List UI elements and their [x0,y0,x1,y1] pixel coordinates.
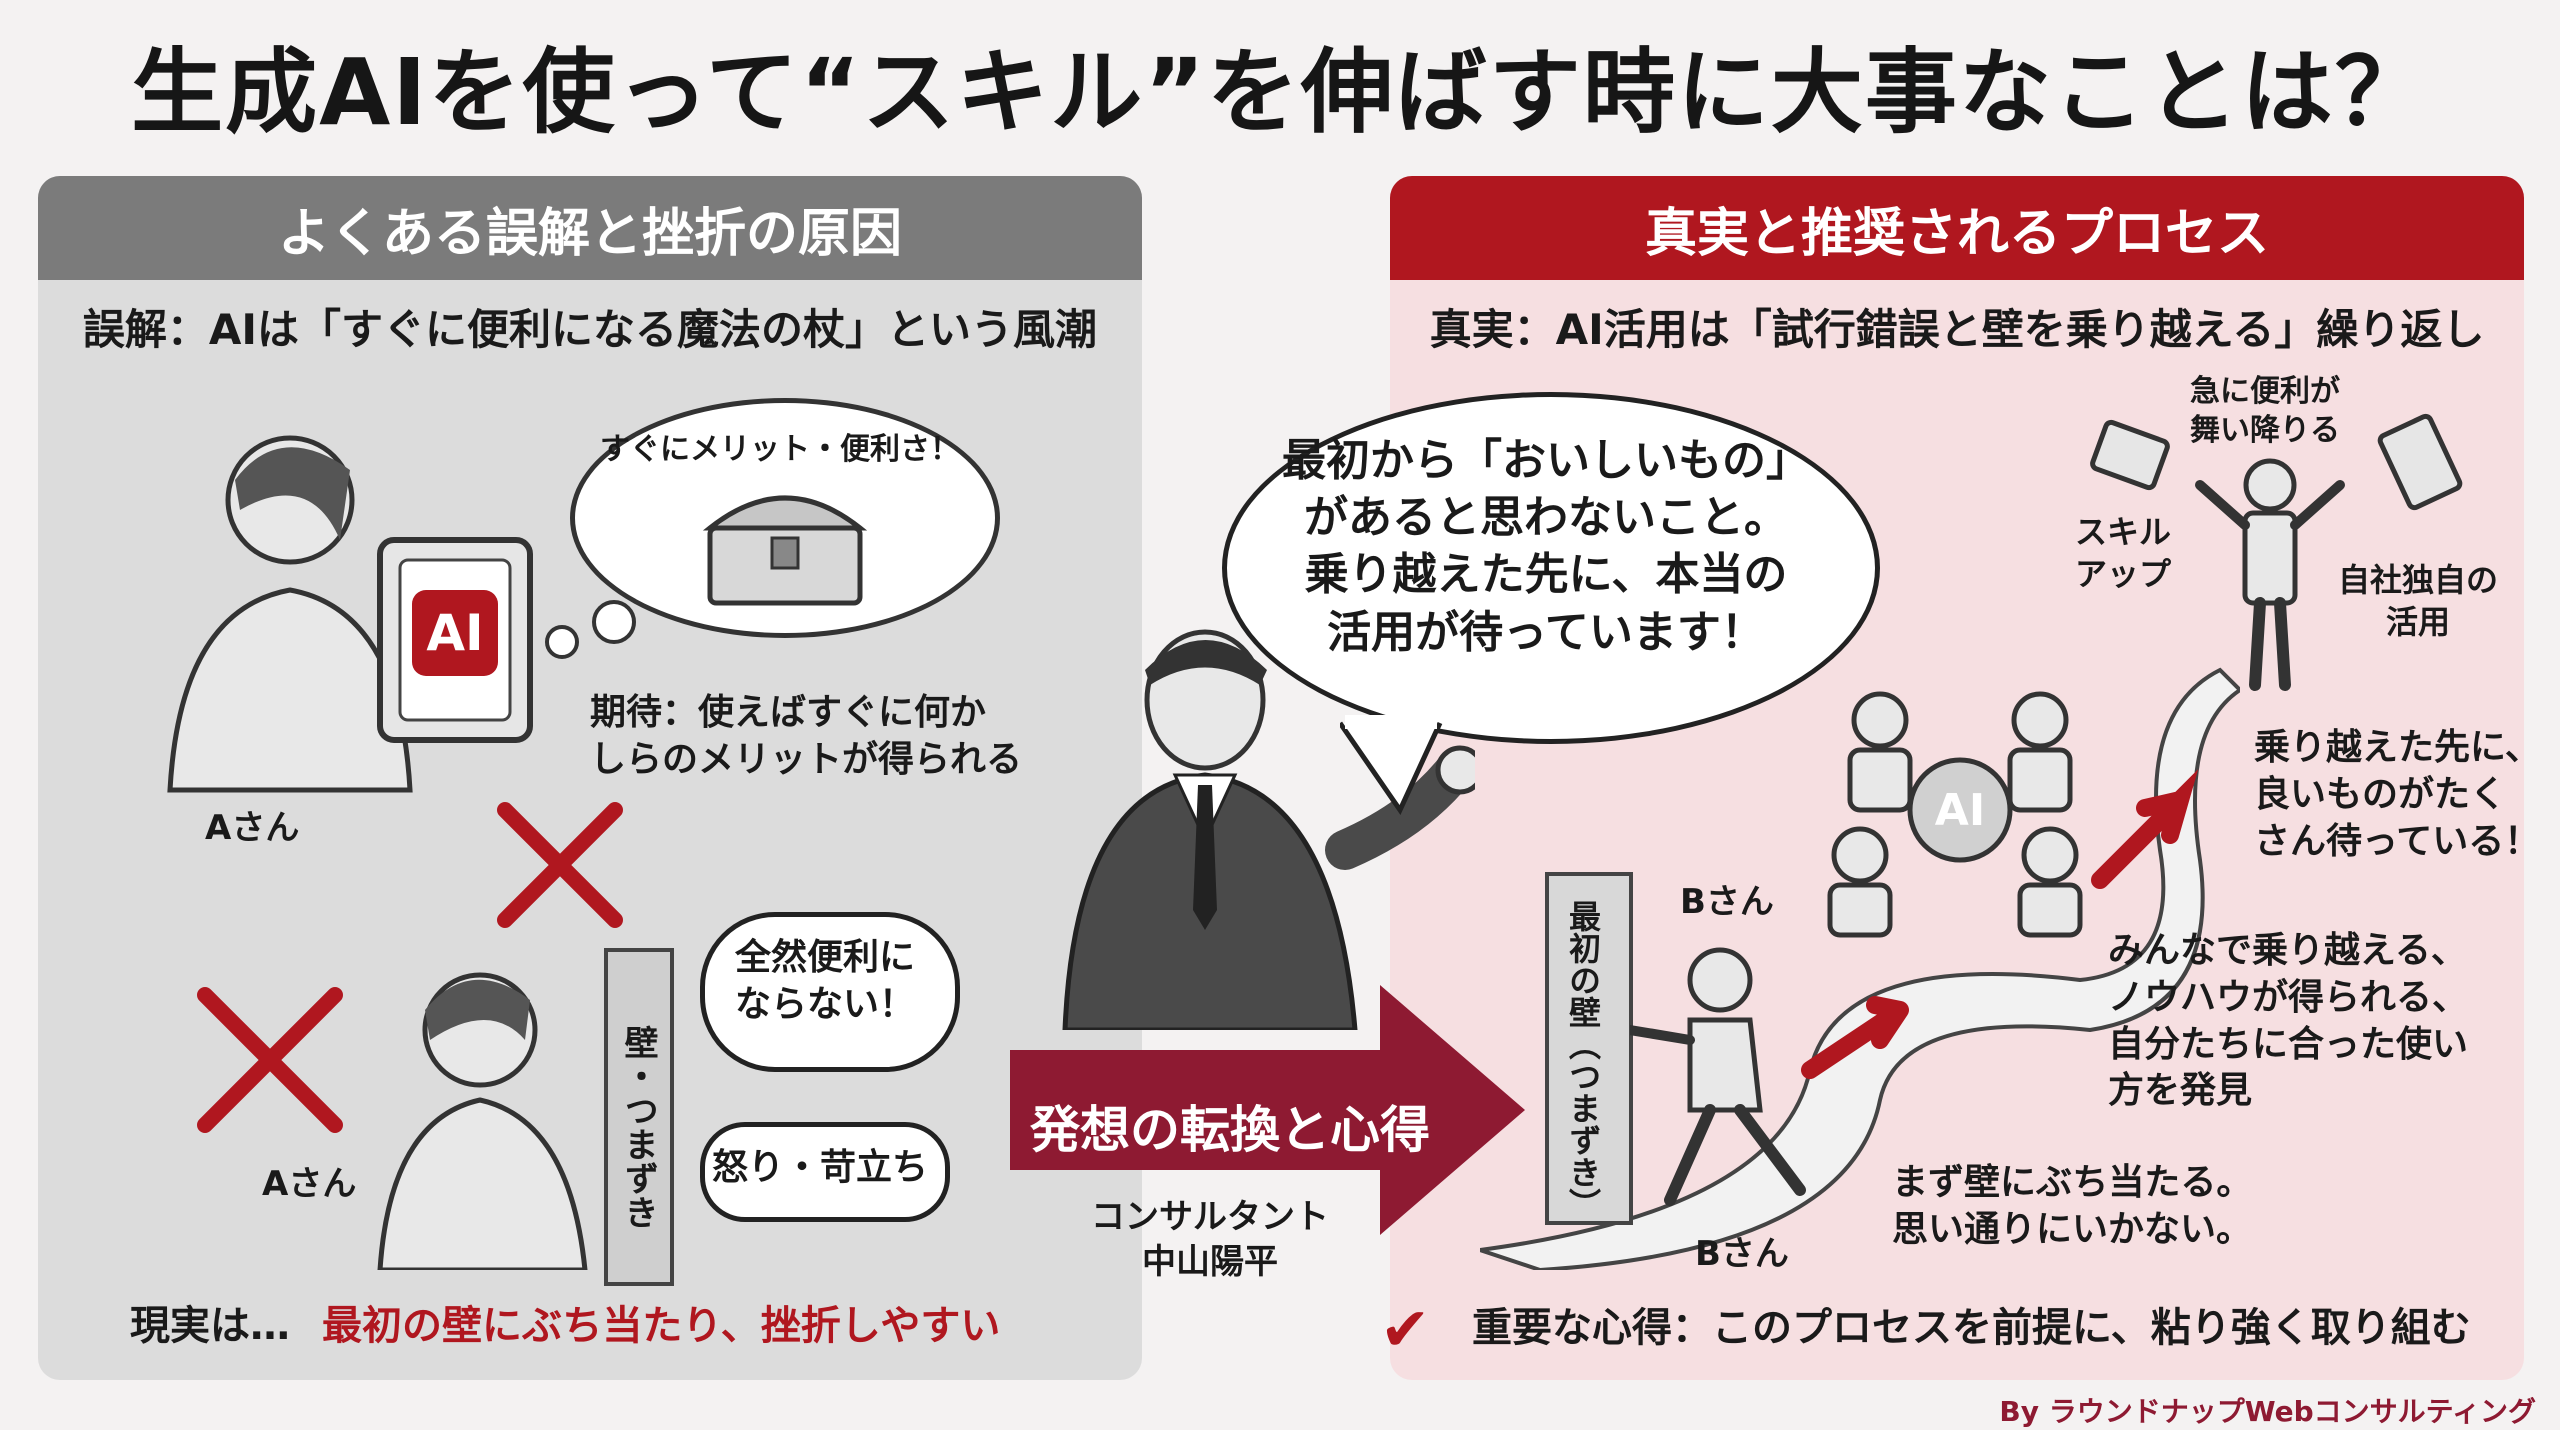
after-wall-line: さん待っている！ [2254,820,2541,862]
team-collaboration-illustration [1827,691,2083,938]
expectation-text: 期待：使えばすぐに何か しらのメリットが得られる [590,690,1070,784]
together-line: ノウハウが得られる、 [2108,976,2469,1018]
key-point-text: 重要な心得：このプロセスを前提に、粘り強く取り組む [1472,1305,2471,1351]
person-a-label: Aさん [262,1164,357,1204]
wall-label: 壁・つまずき [618,1025,658,1229]
credit-text: By ラウンドナップWebコンサルティング [1999,1395,2536,1428]
person-a-frustrated-illustration [377,972,588,1270]
together-text: みんなで乗り越える、 ノウハウが得られる、 自分たちに合った使い 方を発見 [2108,928,2468,1115]
expectation-line: しらのメリットが得られる [590,738,1023,780]
x-mark-icon [497,802,623,928]
team-ai-logo: AI [1934,785,1986,836]
person-a-with-tablet-illustration [167,435,533,793]
speech-line: 乗り越えた先に、本当の [1304,549,1788,601]
benefit-line: 自社独自の [2338,561,2499,599]
benefit-line: 舞い降りる [2190,413,2340,448]
person-b-label: Bさん [1695,1234,1789,1274]
anger-bubble-text: 怒り・苛立ち [711,1147,928,1188]
checkmark-icon: ✔ [1380,1295,1431,1365]
together-line: みんなで乗り越える、 [2108,930,2467,971]
together-line: 方を発見 [2108,1070,2253,1112]
misconception-subheader: 誤解：AIは「すぐに便利になる魔法の杖」という風潮 [82,305,1098,354]
together-line: 自分たちに合った使い [2108,1023,2469,1065]
reality-text: 最初の壁にぶち当たり、挫折しやすい [322,1303,1001,1349]
bubble-line: 全然便利に [734,937,915,978]
hit-wall-text: まず壁にぶち当たる。 思い通りにいかない。 [1892,1160,2252,1254]
bubble-line: ならない！ [734,983,915,1025]
expectation-line: 期待：使えばすぐに何か [590,692,987,733]
speech-bubble-tail [1340,715,1443,815]
person-b-pushing-illustration [1630,947,1806,1206]
mindset-arrow-text: 発想の転換と心得 [1030,1101,1430,1159]
benefit-line: アップ [2075,554,2172,593]
person-a-label: Aさん [205,808,300,848]
page-title: 生成AIを使って“スキル”を伸ばす時に大事なことは？ [131,39,2429,146]
benefit-sudden-text: 急に便利が 舞い降りる [2190,372,2340,450]
thought-dot [545,625,579,659]
successful-person-illustration [2195,458,2345,691]
speech-bubble [700,1122,950,1222]
tablet-ai-logo: AI [426,604,484,662]
thought-dot [592,600,636,644]
consultant-speech-text: 最初から「おいしいもの」 があると思わないこと。 乗り越えた先に、本当の 活用が… [1222,432,1870,661]
consultant-role: コンサルタント [1091,1197,1329,1237]
benefit-line: 活用 [2386,602,2451,641]
person-b-label: Bさん [1680,882,1774,922]
frustration-bubble-text: 全然便利に ならない！ [700,935,950,1029]
consultant-speech-bubble [1222,392,1880,744]
first-wall-label: 最初の壁（つまずき） [1564,900,1602,1220]
speech-bubble [700,912,960,1072]
winding-path-illustration [1480,667,2240,1270]
after-wall-text: 乗り越えた先に、 良いものがたく さん待っている！ [2254,725,2541,865]
obstacle-wall [604,948,674,1286]
after-wall-line: 乗り越えた先に、 [2254,727,2541,768]
consultant-name: 中山陽平 [1142,1242,1278,1282]
first-wall [1545,872,1633,1225]
benefit-original-use-text: 自社独自の 活用 [2338,560,2498,643]
truth-subheader: 真実：AI活用は「試行錯誤と壁を乗り越える」繰り返し [1429,305,2485,354]
x-mark-icon [197,987,343,1133]
truth-header: 真実と推奨されるプロセス [1390,176,2524,280]
cloud-text: すぐにメリット・便利さ！ [600,432,960,467]
reality-prefix: 現実は… [130,1303,290,1349]
benefit-skill-up-text: スキル アップ [2075,512,2171,595]
consultant-illustration [1062,629,1475,1030]
benefit-line: スキル [2075,513,2172,551]
hit-wall-line: まず壁にぶち当たる。 [1892,1162,2253,1203]
mindset-shift-arrow [1010,985,1525,1235]
treasure-chest-icon [702,495,868,606]
benefit-line: 急に便利が [2190,374,2340,409]
misconception-header: よくある誤解と挫折の原因 [38,176,1142,280]
speech-line: 最初から「おいしいもの」 [1282,435,1810,486]
after-wall-line: 良いものがたく [2254,773,2507,815]
hit-wall-line: 思い通りにいかない。 [1892,1208,2253,1250]
speech-line: があると思わないこと。 [1304,492,1788,544]
speech-line: 活用が待っています！ [1327,606,1765,658]
